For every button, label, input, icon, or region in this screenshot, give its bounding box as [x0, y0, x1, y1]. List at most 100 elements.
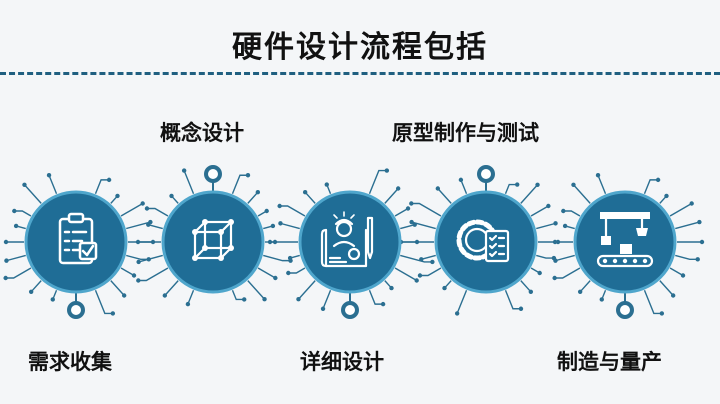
step-label-prototype-testing: 原型制作与测试 [392, 121, 539, 145]
circuit-node [162, 293, 168, 298]
circuit-node [273, 275, 278, 281]
circuit-trace [126, 254, 149, 261]
circuit-node [140, 201, 145, 206]
circuit-trace [394, 207, 409, 217]
circuit-node [136, 259, 141, 265]
circuit-trace [14, 210, 32, 217]
circuit-node [680, 273, 686, 278]
circuit-node [13, 223, 19, 229]
circuit-trace [675, 221, 700, 230]
circuit-node [185, 301, 191, 307]
connector-endpoint [67, 301, 85, 319]
circuit-trace [520, 280, 532, 293]
circuit-trace [164, 280, 179, 296]
circuit-node [430, 259, 435, 265]
circuit-trace [643, 289, 662, 315]
circuit-node [695, 257, 700, 262]
circuit-node [697, 219, 702, 225]
circuit-trace [400, 223, 415, 230]
circuit-node [115, 193, 120, 199]
circuit-node [562, 223, 568, 229]
circuit-trace [421, 254, 436, 261]
title-divider [0, 72, 720, 75]
step-node-manufacturing [573, 190, 677, 294]
circuit-node [287, 255, 293, 261]
circuit-trace [94, 179, 110, 195]
circuit-trace [554, 267, 581, 279]
circuit-node [135, 239, 141, 245]
circuit-trace [30, 280, 42, 293]
circuit-node [553, 258, 558, 263]
circuit-node [571, 182, 576, 187]
circuit-node [146, 222, 151, 227]
connector-endpoint [204, 165, 222, 183]
circuit-node [689, 201, 694, 206]
step-label-concept-design: 概念设计 [160, 121, 244, 145]
circuit-node [409, 219, 414, 225]
circuit-node [458, 177, 464, 183]
page-title: 硬件设计流程包括 [232, 30, 488, 65]
circuit-node [395, 186, 401, 191]
circuit-node [3, 275, 8, 281]
circuit-node [435, 186, 441, 191]
circuit-node [262, 297, 267, 302]
circuit-node [599, 297, 604, 302]
circuit-node [561, 208, 566, 214]
circuit-trace [368, 289, 384, 305]
circuit-node [577, 289, 583, 294]
circuit-trace [368, 169, 387, 195]
blueprint-engineer-icon [320, 211, 374, 268]
circuit-node [537, 270, 542, 276]
circuit-node [454, 311, 460, 316]
circuit-trace [138, 254, 163, 263]
wireframe-cube-icon [192, 219, 234, 261]
circuit-trace [23, 184, 42, 204]
circuit-node [255, 190, 261, 195]
circuit-trace [411, 221, 436, 230]
circuit-trace [394, 267, 418, 282]
step-node-detailed-design [298, 190, 402, 294]
circuit-trace [563, 210, 581, 217]
circuit-trace [504, 289, 521, 310]
circuit-node [3, 239, 9, 245]
circuit-trace [536, 254, 554, 259]
circuit-node [181, 168, 187, 173]
circuit-node [670, 293, 676, 298]
circuit-node [4, 258, 9, 263]
circuit-node [245, 173, 251, 178]
step-connectors [67, 165, 634, 319]
circuit-node [380, 301, 386, 307]
circuit-trace [411, 202, 442, 217]
circuit-node [136, 278, 141, 283]
circuit-trace [231, 289, 245, 301]
circuit-trace [148, 223, 163, 230]
circuit-trace [322, 289, 332, 310]
circuit-trace [280, 222, 300, 230]
circuit-node [546, 203, 551, 209]
circuit-trace [536, 222, 556, 230]
circuit-node [169, 193, 174, 199]
circuit-node [296, 297, 301, 302]
connector-endpoint [477, 165, 495, 183]
circuit-trace [257, 267, 276, 279]
circuit-trace [138, 267, 169, 282]
circuit-node [277, 203, 282, 209]
circuit-trace [183, 170, 195, 195]
circuit-node [28, 289, 34, 294]
circuit-node [144, 206, 150, 211]
step-node-concept-design [161, 190, 265, 294]
circuit-trace [187, 289, 195, 305]
circuit-node [324, 182, 329, 187]
circuit-node [264, 208, 269, 214]
step-label-manufacturing: 制造与量产 [557, 350, 662, 374]
circuit-trace [460, 179, 468, 195]
circuit-node [384, 168, 390, 173]
circuit-node [131, 273, 137, 278]
circuit-node [518, 306, 524, 311]
circuit-node [278, 221, 283, 226]
step-label-detailed-design: 详细设计 [300, 350, 384, 374]
circuit-trace [6, 254, 26, 262]
step-node-requirements [24, 190, 128, 294]
circuit-trace [597, 174, 607, 195]
